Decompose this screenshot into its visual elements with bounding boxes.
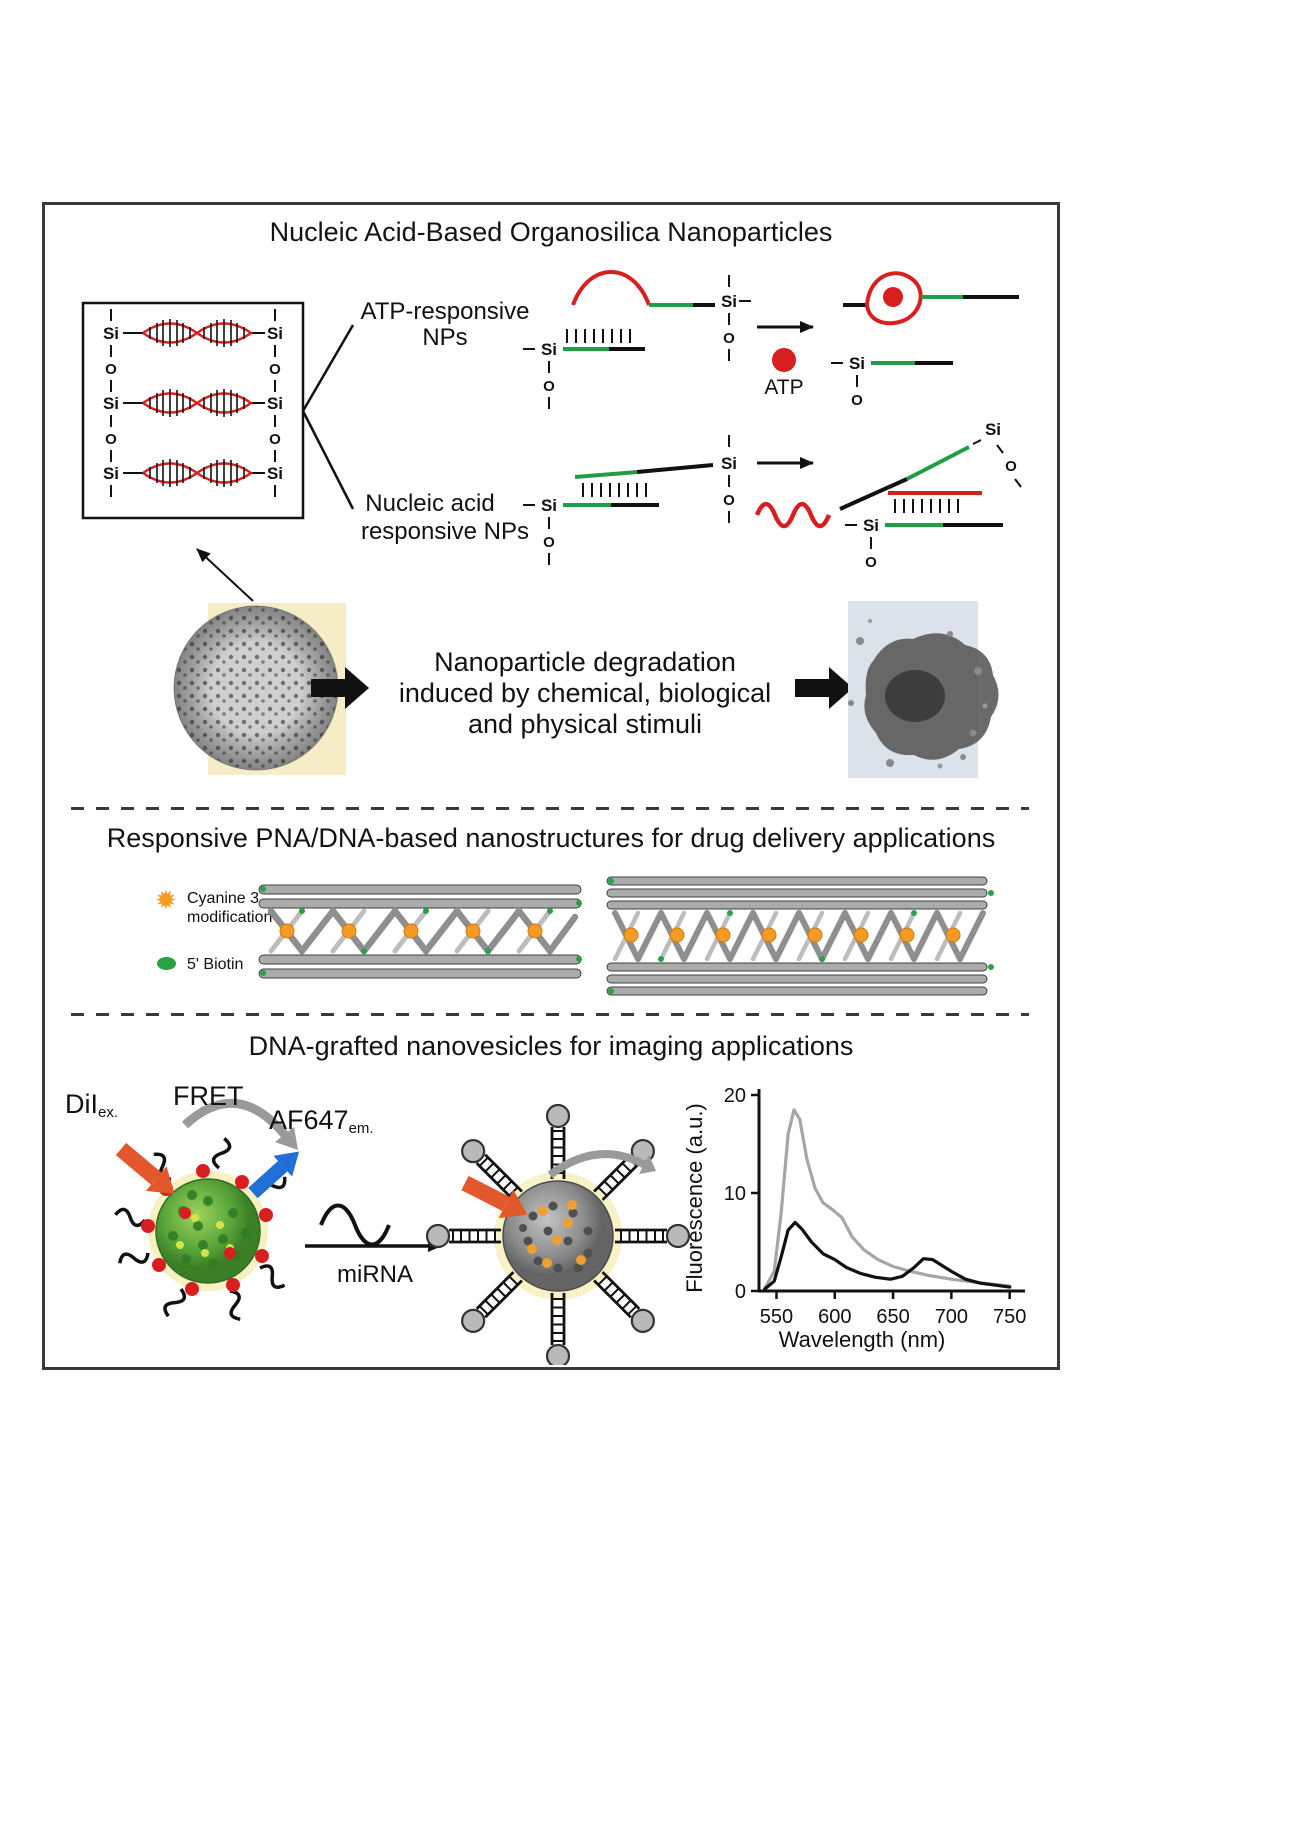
section3-title: DNA-grafted nanovesicles for imaging app… bbox=[248, 1031, 854, 1061]
cyanine3-dots bbox=[623, 927, 961, 943]
degradation-caption-line2: induced by chemical, biological bbox=[398, 678, 772, 708]
o-label: O bbox=[865, 554, 877, 571]
graphical-abstract-frame: Nucleic Acid-Based Organosilica Nanopart… bbox=[42, 202, 1060, 1370]
dashed-divider-2 bbox=[71, 1013, 1029, 1016]
si-label: Si bbox=[721, 292, 737, 311]
af647-label: AF647em. bbox=[269, 1105, 374, 1137]
si-label: Si bbox=[103, 324, 119, 343]
cyanine3-legend-line2: modification bbox=[187, 909, 273, 926]
cyanine-dye-dots bbox=[527, 1200, 586, 1268]
nucleic-responsive-label: Nucleic acid bbox=[365, 490, 494, 517]
svg-text:0: 0 bbox=[735, 1281, 746, 1303]
biotin-dots bbox=[608, 878, 994, 994]
degradation-caption-line3: and physical stimuli bbox=[467, 709, 703, 739]
svg-text:750: 750 bbox=[993, 1306, 1026, 1328]
si-label: Si bbox=[103, 464, 119, 483]
degraded-nanoparticle-tem-image bbox=[848, 619, 999, 769]
atp-responsive-label: ATP-responsive bbox=[361, 298, 530, 325]
fluorescence-spectrum-chart: 550 600 650 700 750 0 10 20 bbox=[724, 1085, 1027, 1328]
si-label: Si bbox=[541, 496, 557, 515]
si-label: Si bbox=[721, 454, 737, 473]
biotin-legend-label: 5' Biotin bbox=[187, 956, 244, 973]
dii-label-sub: ex. bbox=[98, 1104, 119, 1121]
dii-label: DiIex. bbox=[65, 1089, 118, 1121]
atp-responsive-label-2: NPs bbox=[422, 324, 467, 351]
dna-grafted-gray-vesicle bbox=[425, 1103, 691, 1365]
nanovesicle-fret-diagram bbox=[110, 1098, 691, 1365]
fret-arc-arrow bbox=[181, 1098, 289, 1138]
o-label: O bbox=[105, 361, 117, 378]
figure-title: Nucleic Acid-Based Organosilica Nanopart… bbox=[269, 217, 833, 247]
organosilica-schemes-diagram: Si O Si O Si Si O Si O Si bbox=[81, 270, 1022, 602]
si-label: Si bbox=[849, 354, 865, 373]
section2-title: Responsive PNA/DNA-based nanostructures … bbox=[106, 823, 996, 853]
o-label: O bbox=[851, 392, 863, 409]
dna-grafted-green-vesicle bbox=[112, 1135, 291, 1324]
energy-transfer-arrowhead bbox=[639, 1155, 656, 1174]
cyanine3-star-icon: ✹ bbox=[155, 885, 177, 915]
chart-x-axis-label: Wavelength (nm) bbox=[778, 1327, 946, 1352]
si-label: Si bbox=[267, 324, 283, 343]
cyanine3-legend-line1: Cyanine 3 bbox=[187, 890, 260, 907]
si-label: Si bbox=[863, 516, 879, 535]
af647-label-text: AF647 bbox=[269, 1105, 349, 1135]
o-label: O bbox=[543, 378, 555, 395]
dii-label-text: DiI bbox=[65, 1089, 98, 1119]
atp-label: ATP bbox=[764, 376, 803, 399]
pna-dna-nanostructure-right bbox=[606, 876, 994, 996]
pna-dna-nanostructure-left bbox=[258, 884, 582, 979]
degradation-arrow-left bbox=[311, 667, 369, 709]
invader-strand-icon bbox=[754, 501, 832, 529]
biotin-dots bbox=[260, 886, 582, 976]
mirna-label: miRNA bbox=[337, 1261, 413, 1288]
o-label: O bbox=[269, 361, 281, 378]
si-label: Si bbox=[541, 340, 557, 359]
tem-shading bbox=[174, 606, 338, 770]
svg-text:550: 550 bbox=[760, 1306, 793, 1328]
mirna-strand-icon bbox=[319, 1203, 391, 1247]
atp-dot-icon bbox=[883, 287, 903, 307]
degradation-row-diagram bbox=[173, 601, 999, 778]
o-label: O bbox=[269, 431, 281, 448]
degradation-caption-line1: Nanoparticle degradation bbox=[434, 647, 736, 677]
o-label: O bbox=[543, 534, 555, 551]
o-label: O bbox=[105, 431, 117, 448]
degradation-caption: Nanoparticle degradation induced by chem… bbox=[365, 647, 805, 740]
o-label: O bbox=[723, 330, 735, 347]
organosilica-matrix-box: Si O Si O Si Si O Si O Si bbox=[81, 301, 305, 520]
si-label: Si bbox=[103, 394, 119, 413]
af647-label-sub: em. bbox=[348, 1120, 374, 1137]
svg-text:10: 10 bbox=[724, 1183, 746, 1205]
cyanine3-dots bbox=[279, 923, 543, 939]
si-label: Si bbox=[267, 464, 283, 483]
chart-y-axis-label: Fluorescence (a.u.) bbox=[682, 1103, 707, 1293]
si-label: Si bbox=[267, 394, 283, 413]
atp-responsive-scheme: Si O Si O ATP Si bbox=[523, 270, 1019, 409]
particle-to-matrix-arrow bbox=[196, 548, 254, 602]
atp-dot-icon bbox=[772, 348, 796, 372]
fret-arc-arrowhead bbox=[275, 1127, 298, 1150]
svg-text:600: 600 bbox=[818, 1306, 851, 1328]
svg-text:700: 700 bbox=[935, 1306, 968, 1328]
red-hairpin-icon bbox=[571, 270, 651, 306]
nucleic-acid-responsive-scheme: Si O Si O Si O Si bbox=[523, 420, 1022, 571]
o-label: O bbox=[1005, 458, 1017, 475]
svg-text:650: 650 bbox=[876, 1306, 909, 1328]
degradation-arrow-right bbox=[795, 667, 853, 709]
dashed-divider-1 bbox=[71, 807, 1029, 810]
aptamer-loop-icon bbox=[864, 271, 923, 326]
o-label: O bbox=[723, 492, 735, 509]
nucleic-responsive-label-2: responsive NPs bbox=[361, 518, 529, 545]
cyanine3-legend-label: Cyanine 3 modification bbox=[187, 889, 272, 927]
svg-text:20: 20 bbox=[724, 1085, 746, 1107]
energy-transfer-arc-arrow bbox=[547, 1150, 647, 1179]
fret-label: FRET bbox=[173, 1081, 244, 1111]
si-label: Si bbox=[985, 420, 1001, 439]
biotin-oval-icon bbox=[157, 957, 176, 970]
